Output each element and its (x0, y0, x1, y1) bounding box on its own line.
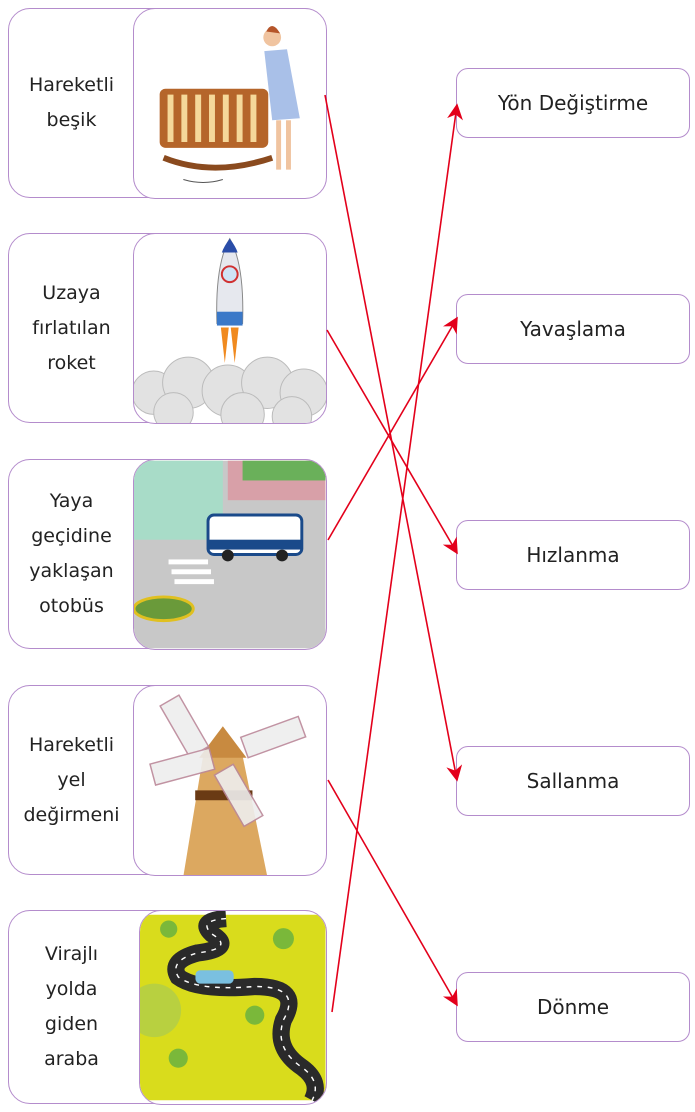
label-line: yaklaşan (29, 560, 114, 582)
label-line: Hareketli (28, 74, 115, 96)
card-label: Hareketli yel değirmeni (9, 686, 134, 874)
card-label: Yaya geçidine yaklaşan otobüs (9, 460, 134, 648)
match-arrow (331, 103, 463, 1013)
card-winding-road-car[interactable]: Virajlı yolda giden araba (8, 909, 327, 1105)
label-line: otobüs (39, 595, 104, 617)
card-bus-crosswalk[interactable]: Yaya geçidine yaklaşan otobüs (8, 458, 327, 650)
card-rocking-cradle[interactable]: Hareketli beşik (8, 7, 327, 199)
card-label: Virajlı yolda giden araba (9, 911, 134, 1103)
label-line: Hareketli (28, 733, 115, 756)
card-rocket-launch[interactable]: Uzaya fırlatılan roket (8, 232, 327, 424)
card-label: Hareketli beşik (9, 9, 134, 197)
rocking-cradle-image (133, 7, 327, 199)
match-arrow (327, 779, 458, 1007)
rocket-launch-image (133, 232, 327, 424)
label-line: fırlatılan (32, 316, 111, 339)
card-windmill[interactable]: Hareketli yel değirmeni (8, 684, 327, 876)
label-line: roket (47, 351, 96, 374)
answer-box-hizlanma[interactable]: Hızlanma (456, 520, 690, 590)
answer-box-sallanma[interactable]: Sallanma (456, 746, 690, 816)
label-line: yel (57, 768, 86, 791)
match-arrow (324, 94, 463, 782)
winding-road-car-image (139, 909, 327, 1105)
label-line: değirmeni (23, 803, 120, 826)
windmill-image (133, 684, 327, 876)
card-label: Uzaya fırlatılan roket (9, 234, 134, 422)
answer-box-yavaslama[interactable]: Yavaşlama (456, 294, 690, 364)
answer-box-yon-degistirme[interactable]: Yön Değiştirme (456, 68, 690, 138)
label-line: geçidine (31, 525, 112, 547)
label-line: beşik (46, 109, 97, 131)
bus-crosswalk-image (133, 458, 327, 650)
label-line: yolda (45, 978, 98, 1000)
match-arrow (327, 316, 458, 541)
label-line: Uzaya (42, 281, 101, 304)
answer-box-donme[interactable]: Dönme (456, 972, 690, 1042)
label-line: Yaya (49, 490, 94, 512)
match-arrow (326, 329, 458, 555)
label-line: araba (44, 1048, 99, 1070)
label-line: giden (44, 1013, 99, 1035)
label-line: Virajlı (44, 943, 99, 965)
